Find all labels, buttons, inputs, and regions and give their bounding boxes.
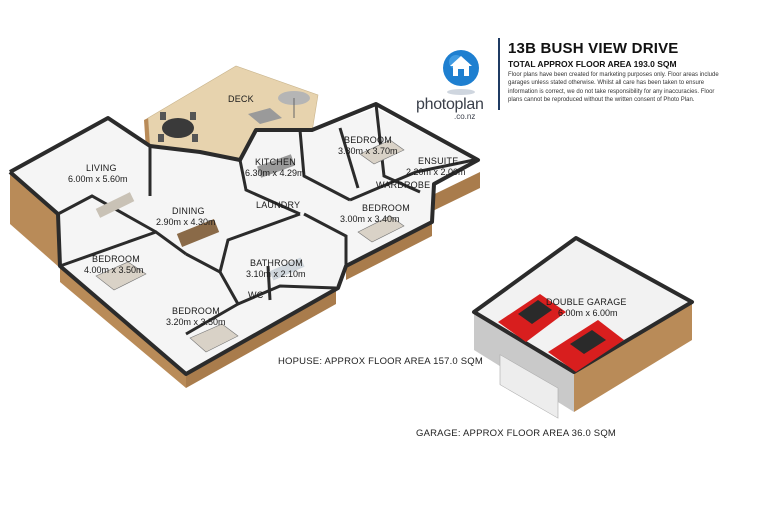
bathroom-dims: 3.10m x 2.10m bbox=[246, 269, 306, 279]
bedroom-2-label: BEDROOM bbox=[362, 203, 410, 213]
ensuite-label: ENSUITE bbox=[418, 156, 458, 166]
bedroom-2-dims: 3.00m x 3.40m bbox=[340, 214, 400, 224]
photoplan-logo: photoplan .co.nz bbox=[416, 46, 498, 121]
bedroom-4-label: BEDROOM bbox=[172, 306, 220, 316]
deck-label: DECK bbox=[228, 94, 254, 104]
header-divider bbox=[498, 38, 500, 110]
living-label: LIVING bbox=[86, 163, 117, 173]
sun-lounger bbox=[248, 91, 310, 124]
car-left bbox=[498, 294, 566, 342]
bedroom-1-dims: 3.80m x 3.70m bbox=[338, 146, 398, 156]
logo-wordmark: photoplan bbox=[416, 96, 484, 113]
dining-dims: 2.90m x 4.30m bbox=[156, 217, 216, 227]
garage-dims: 6.00m x 6.00m bbox=[558, 308, 618, 318]
outdoor-dining-table bbox=[158, 112, 198, 142]
house-structure bbox=[8, 102, 480, 388]
logo-domain: .co.nz bbox=[454, 112, 476, 121]
disclaimer-text: Floor plans have been created for market… bbox=[508, 72, 719, 103]
living-dims: 6.00m x 5.60m bbox=[68, 174, 128, 184]
property-address: 13B BUSH VIEW DRIVE bbox=[508, 40, 679, 57]
wc-label: WC bbox=[248, 290, 264, 300]
bedroom-1-label: BEDROOM bbox=[344, 135, 392, 145]
ensuite-dims: 2.20m x 2.00m bbox=[406, 167, 466, 177]
car-right bbox=[548, 320, 624, 372]
garage-floor-area: GARAGE: APPROX FLOOR AREA 36.0 SQM bbox=[416, 428, 617, 439]
wardrobe-label: WARDROBE bbox=[376, 180, 430, 190]
bedroom-3-label: BEDROOM bbox=[92, 254, 140, 264]
bedroom-3-dims: 4.00m x 3.50m bbox=[84, 265, 144, 275]
dining-label: DINING bbox=[172, 206, 205, 216]
house-pin-icon bbox=[443, 50, 479, 95]
kitchen-label: KITCHEN bbox=[255, 157, 296, 167]
kitchen-dims: 6.30m x 4.29m bbox=[245, 168, 305, 178]
room-labels: DECK LIVING 6.00m x 5.60m KITCHEN 6.30m … bbox=[68, 94, 627, 327]
laundry-label: LAUNDRY bbox=[256, 200, 300, 210]
listing-header: photoplan .co.nz 13B BUSH VIEW DRIVE TOT… bbox=[416, 38, 762, 121]
garage-label: DOUBLE GARAGE bbox=[546, 297, 627, 307]
bathroom-label: BATHROOM bbox=[250, 258, 303, 268]
total-floor-area: TOTAL APPROX FLOOR AREA 193.0 SQM bbox=[508, 59, 677, 69]
house-floor-area: HOPUSE: APPROX FLOOR AREA 157.0 SQM bbox=[278, 356, 483, 367]
bedroom-4-dims: 3.20m x 3.50m bbox=[166, 317, 226, 327]
